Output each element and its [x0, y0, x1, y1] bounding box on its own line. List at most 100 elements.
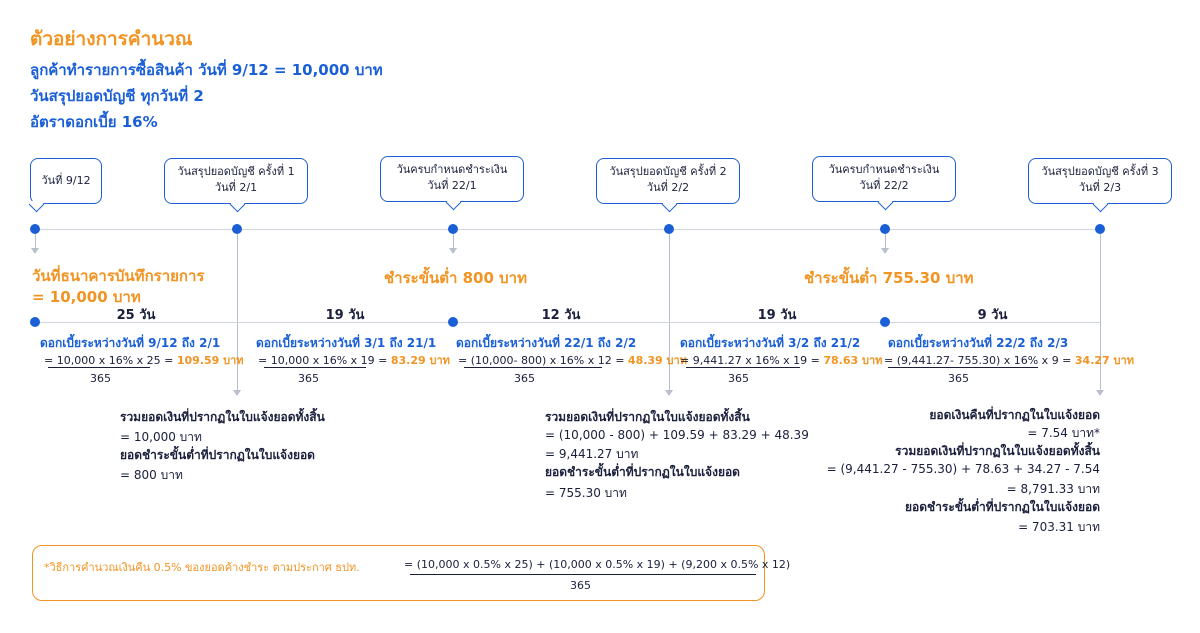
- interest-result: 83.29 บาท: [390, 354, 450, 367]
- arrow-down-icon: [1096, 390, 1104, 396]
- fraction-denominator: 365: [90, 372, 111, 385]
- callout-statement-2: วันสรุปยอดบัญชี ครั้งที่ 2 วันที่ 2/2: [596, 158, 740, 204]
- interest-result: 48.39 บาท: [627, 354, 687, 367]
- connector-line: [237, 234, 238, 390]
- formula-text: = 10,000 x 16% x 19 =: [258, 354, 388, 367]
- interest-period-title: ดอกเบี้ยระหว่างวันที่ 22/1 ถึง 2/2: [456, 336, 637, 350]
- timeline-dot: [1095, 224, 1105, 234]
- fraction-denominator: 365: [948, 372, 969, 385]
- interest-formula: = (9,441.27- 755.30) x 16% x 9 = 34.27 บ…: [884, 351, 1134, 369]
- period-days: 12 วัน: [541, 308, 581, 323]
- connector-line: [885, 234, 886, 248]
- timeline-dot: [664, 224, 674, 234]
- period-days: 9 วัน: [977, 308, 1008, 323]
- interest-rate-info: อัตราดอกเบี้ย 16%: [30, 113, 158, 131]
- callout-due-date-1: วันครบกำหนดชำระเงิน วันที่ 22/1: [380, 156, 524, 202]
- timeline-dot: [448, 224, 458, 234]
- fraction-denominator: 365: [298, 372, 319, 385]
- timeline-dot: [30, 317, 40, 327]
- arrow-down-icon: [665, 390, 673, 396]
- bottom-timeline: [35, 322, 1100, 323]
- interest-formula: = 9,441.27 x 16% x 19 = 78.63 บาท: [680, 351, 882, 369]
- interest-period-title: ดอกเบี้ยระหว่างวันที่ 9/12 ถึง 2/1: [40, 336, 221, 350]
- refund-note-formula: = (10,000 x 0.5% x 25) + (10,000 x 0.5% …: [404, 558, 791, 571]
- interest-result: 109.59 บาท: [176, 354, 244, 367]
- fraction-denominator: 365: [570, 579, 591, 592]
- period-days: 25 วัน: [116, 308, 156, 323]
- summary3-refund-heading: ยอดเงินคืนที่ปรากฏในใบแจ้งยอด: [929, 408, 1100, 422]
- purchase-info: ลูกค้าทำรายการซื้อสินค้า วันที่ 9/12 = 1…: [30, 61, 383, 79]
- timeline-dot: [30, 224, 40, 234]
- arrow-down-icon: [449, 248, 457, 254]
- period-days: 19 วัน: [325, 308, 365, 323]
- summary2-total-heading: รวมยอดเงินที่ปรากฏในใบแจ้งยอดทั้งสิ้น: [545, 410, 750, 424]
- callout-statement-1: วันสรุปยอดบัญชี ครั้งที่ 1 วันที่ 2/1: [164, 158, 308, 204]
- connector-line: [669, 234, 670, 390]
- fraction-bar: [264, 367, 366, 368]
- connector-line: [35, 234, 36, 248]
- summary2-total-value: = 9,441.27 บาท: [545, 447, 639, 461]
- formula-text: = 10,000 x 16% x 25 =: [44, 354, 174, 367]
- interest-result: 34.27 บาท: [1074, 354, 1134, 367]
- timeline-dot: [880, 317, 890, 327]
- interest-formula: = (10,000- 800) x 16% x 12 = 48.39 บาท: [458, 351, 687, 369]
- summary3-total-heading: รวมยอดเงินที่ปรากฏในใบแจ้งยอดทั้งสิ้น: [895, 444, 1100, 458]
- fraction-bar: [410, 574, 756, 575]
- timeline-dot: [448, 317, 458, 327]
- refund-note-box: [32, 545, 765, 601]
- summary1-total-heading: รวมยอดเงินที่ปรากฏในใบแจ้งยอดทั้งสิ้น: [120, 410, 325, 424]
- summary3-total-value: = 8,791.33 บาท: [1006, 482, 1100, 496]
- timeline-dot: [232, 224, 242, 234]
- callout-line: วันที่ 2/1: [214, 181, 258, 194]
- interest-formula: = 10,000 x 16% x 19 = 83.29 บาท: [258, 351, 450, 369]
- interest-formula: = 10,000 x 16% x 25 = 109.59 บาท: [44, 351, 244, 369]
- callout-line: วันที่ 2/2: [646, 181, 690, 194]
- top-timeline: [35, 229, 1100, 230]
- callout-line: วันที่ 22/2: [859, 179, 909, 192]
- fraction-bar: [464, 367, 602, 368]
- summary1-total-value: = 10,000 บาท: [120, 430, 202, 444]
- formula-text: = 9,441.27 x 16% x 19 =: [680, 354, 820, 367]
- statement-day-info: วันสรุปยอดบัญชี ทุกวันที่ 2: [30, 87, 204, 105]
- callout-line: วันสรุปยอดบัญชี ครั้งที่ 1: [177, 165, 295, 178]
- fraction-denominator: 365: [728, 372, 749, 385]
- formula-text: = (9,441.27- 755.30) x 16% x 9 =: [884, 354, 1072, 367]
- connector-line: [1100, 234, 1101, 390]
- callout-line: วันที่ 22/1: [427, 179, 477, 192]
- summary3-total-formula: = (9,441.27 - 755.30) + 78.63 + 34.27 - …: [826, 462, 1100, 476]
- bank-record-label: วันที่ธนาคารบันทึกรายการ: [32, 267, 205, 285]
- callout-statement-3: วันสรุปยอดบัญชี ครั้งที่ 3 วันที่ 2/3: [1028, 158, 1172, 204]
- fraction-bar: [888, 367, 1038, 368]
- summary3-refund-value: = 7.54 บาท*: [1027, 426, 1100, 440]
- fraction-bar: [686, 367, 800, 368]
- formula-text: = (10,000- 800) x 16% x 12 =: [458, 354, 625, 367]
- callout-due-date-2: วันครบกำหนดชำระเงิน วันที่ 22/2: [812, 156, 956, 202]
- period-days: 19 วัน: [757, 308, 797, 323]
- interest-period-title: ดอกเบี้ยระหว่างวันที่ 3/1 ถึง 21/1: [256, 336, 437, 350]
- bank-record-amount: = 10,000 บาท: [32, 288, 141, 306]
- page-title: ตัวอย่างการคำนวณ: [30, 28, 193, 50]
- callout-line: วันครบกำหนดชำระเงิน: [396, 163, 508, 176]
- min-payment-2: ชำระขั้นต่ำ 755.30 บาท: [804, 269, 974, 287]
- summary1-min-value: = 800 บาท: [120, 468, 183, 482]
- fraction-bar: [48, 367, 150, 368]
- summary2-total-formula: = (10,000 - 800) + 109.59 + 83.29 + 48.3…: [545, 428, 809, 442]
- connector-line: [453, 234, 454, 248]
- arrow-down-icon: [31, 248, 39, 254]
- summary3-min-value: = 703.31 บาท: [1018, 520, 1100, 534]
- summary2-min-heading: ยอดชำระขั้นต่ำที่ปรากฏในใบแจ้งยอด: [545, 465, 740, 479]
- callout-purchase-date: วันที่ 9/12: [30, 158, 102, 204]
- interest-period-title: ดอกเบี้ยระหว่างวันที่ 22/2 ถึง 2/3: [888, 336, 1069, 350]
- callout-line: วันครบกำหนดชำระเงิน: [828, 163, 940, 176]
- summary2-min-value: = 755.30 บาท: [545, 486, 627, 500]
- refund-note-label: *วิธีการคำนวณเงินคืน 0.5% ของยอดค้างชำระ…: [44, 561, 360, 574]
- callout-line: วันสรุปยอดบัญชี ครั้งที่ 3: [1041, 165, 1159, 178]
- interest-period-title: ดอกเบี้ยระหว่างวันที่ 3/2 ถึง 21/2: [680, 336, 861, 350]
- summary1-min-heading: ยอดชำระขั้นต่ำที่ปรากฏในใบแจ้งยอด: [120, 448, 315, 462]
- arrow-down-icon: [233, 390, 241, 396]
- callout-line: วันสรุปยอดบัญชี ครั้งที่ 2: [609, 165, 727, 178]
- arrow-down-icon: [881, 248, 889, 254]
- interest-result: 78.63 บาท: [823, 354, 883, 367]
- callout-line: วันที่ 9/12: [41, 174, 91, 187]
- timeline-dot: [880, 224, 890, 234]
